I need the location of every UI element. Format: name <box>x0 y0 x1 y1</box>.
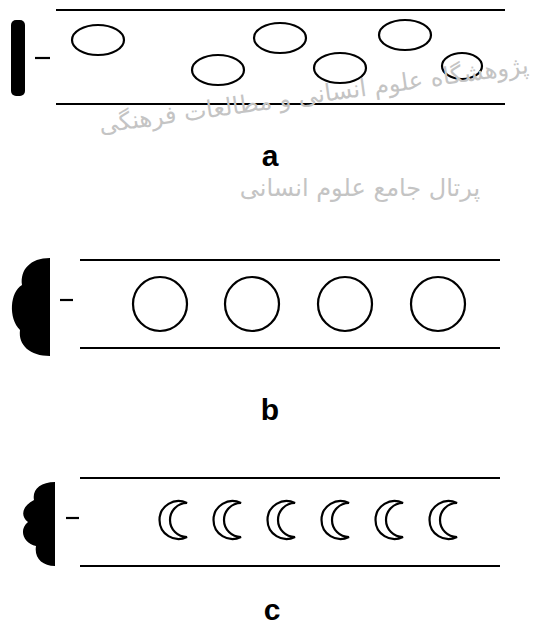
panel-label: c <box>264 595 281 625</box>
panel-label: a <box>262 141 279 171</box>
watermark: پرتال جامع علوم انسانی <box>240 176 480 200</box>
panel-label: b <box>261 395 279 425</box>
